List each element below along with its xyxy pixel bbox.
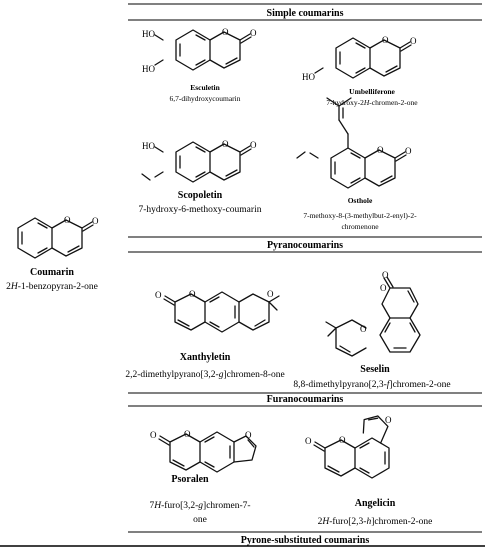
label-psoralen: Psoralen [171,474,209,485]
atom-hydroxyl-6: HO [142,29,155,39]
svg-text:O: O [405,146,412,156]
svg-text:HO: HO [302,72,315,82]
svg-text:O: O [245,430,252,440]
svg-text:O: O [222,139,229,149]
label-coumarin: Coumarin [30,267,74,278]
atom-carbonyl-oxygen: O [92,216,99,226]
svg-text:O: O [155,290,162,300]
svg-text:O: O [382,270,389,280]
iupac-psoralen-line2: one [193,515,207,525]
svg-text:O: O [382,35,389,45]
structure-esculetin: HO HO O O [142,27,257,74]
header-simple-coumarins: Simple coumarins [267,8,344,19]
svg-text:O: O [150,430,157,440]
label-xanthyletin: Xanthyletin [180,352,231,363]
label-seselin: Seselin [360,364,390,375]
iupac-esculetin: 6,7-dihydroxycoumarin [169,94,240,103]
svg-text:O: O [222,27,229,37]
label-umbelliferone: Umbelliferone [349,87,395,96]
svg-text:O: O [377,145,384,155]
table-rules [0,3,485,547]
label-osthole: Osthole [348,196,373,205]
header-pyranocoumarins: Pyranocoumarins [267,240,343,251]
structure-psoralen: O O O [150,429,257,473]
structure-coumarin: O O [17,215,99,259]
header-furanocoumarins: Furanocoumarins [267,394,344,405]
header-pyrone-substituted-coumarins: Pyrone-substituted coumarins [241,535,370,546]
svg-text:O: O [360,324,367,334]
svg-text:O: O [250,140,257,150]
svg-text:O: O [267,289,274,299]
iupac-psoralen-line1: 7H-furo[3,2-g]chromen-7- [149,500,250,511]
iupac-angelicin: 2H-furo[2,3-h]chromen-2-one [318,516,433,527]
svg-text:O: O [410,36,417,46]
structure-scopoletin: HO O O [141,139,257,183]
svg-text:O: O [184,429,191,439]
label-esculetin: Esculetin [190,83,220,92]
atom-ring-oxygen: O [64,215,71,225]
iupac-scopoletin: 7-hydroxy-6-methoxy-coumarin [139,205,262,215]
iupac-coumarin: 2H-1-benzopyran-2-one [6,282,98,292]
svg-text:O: O [339,435,346,445]
svg-text:HO: HO [142,141,155,151]
structure-xanthyletin: O O O [155,289,280,333]
iupac-xanthyletin: 2,2-dimethylpyrano[3,2-g]chromen-8-one [125,370,284,380]
svg-text:O: O [380,283,387,293]
atom-hydroxyl-7: HO [142,64,155,74]
structure-osthole: O O [296,97,412,189]
svg-text:O: O [189,289,196,299]
structure-umbelliferone: HO O O [302,35,417,82]
iupac-osthole-line2: chromenone [341,222,379,231]
label-angelicin: Angelicin [355,498,396,509]
svg-text:O: O [305,436,312,446]
iupac-seselin: 8,8-dimethylpyrano[2,3-f]chromen-2-one [293,379,450,390]
iupac-osthole-line1: 7-methoxy-8-(3-methylbut-2-enyl)-2- [303,211,417,220]
structure-seselin: O O O [325,270,421,357]
label-scopoletin: Scopoletin [178,190,223,201]
svg-text:O: O [250,28,257,38]
svg-text:O: O [385,415,392,425]
structure-angelicin: O O O [305,410,393,479]
